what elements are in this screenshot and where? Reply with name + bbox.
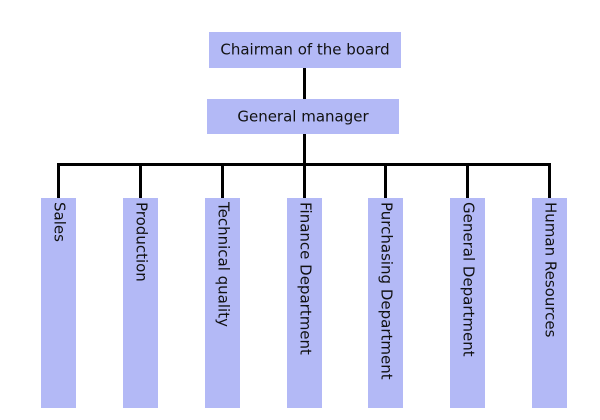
connector-drop-human-resources <box>548 163 551 198</box>
department-box-production: Production <box>123 198 158 408</box>
connector-drop-technical-quality <box>221 163 224 198</box>
department-label-finance: Finance Department <box>296 202 314 355</box>
department-label-general-department: General Department <box>459 202 477 357</box>
department-box-general-department: General Department <box>450 198 485 408</box>
connector-drop-production <box>139 163 142 198</box>
department-box-finance: Finance Department <box>287 198 322 408</box>
chairman-label: Chairman of the board <box>220 40 390 59</box>
department-box-technical-quality: Technical quality <box>205 198 240 408</box>
department-label-sales: Sales <box>50 202 68 242</box>
connector-chairman-to-manager <box>303 68 306 101</box>
department-label-technical-quality: Technical quality <box>214 202 232 327</box>
connector-manager-to-bus <box>303 134 306 165</box>
department-label-human-resources: Human Resources <box>541 202 559 338</box>
connector-drop-finance <box>303 163 306 198</box>
chairman-box: Chairman of the board <box>209 32 401 68</box>
department-box-sales: Sales <box>41 198 76 408</box>
general-manager-label: General manager <box>237 107 369 125</box>
department-box-human-resources: Human Resources <box>532 198 567 408</box>
connector-drop-purchasing <box>384 163 387 198</box>
department-box-purchasing: Purchasing Department <box>368 198 403 408</box>
general-manager-box: General manager <box>207 99 399 134</box>
connector-drop-general-department <box>466 163 469 198</box>
department-label-purchasing: Purchasing Department <box>377 202 395 380</box>
connector-drop-sales <box>57 163 60 198</box>
department-label-production: Production <box>132 202 150 282</box>
